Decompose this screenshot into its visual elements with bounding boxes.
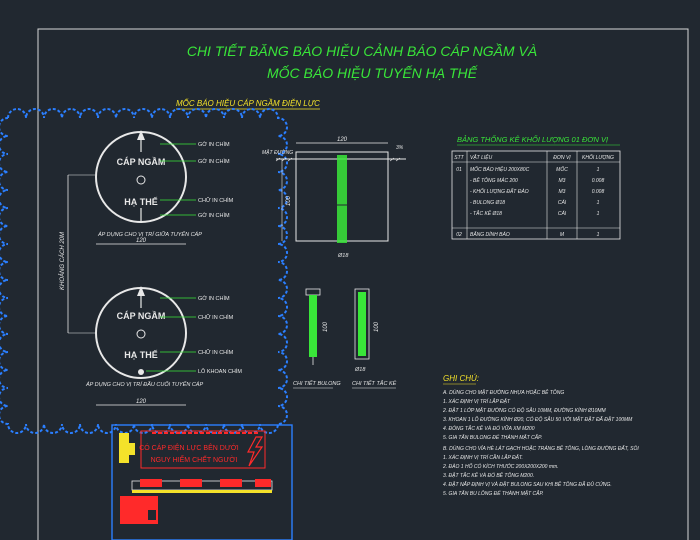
note-line: 1. XÁC ĐỊNH VỊ TRÍ LẮP ĐẶT xyxy=(443,397,511,405)
title-line-2: MỐC BÁO HIỆU TUYẾN HẠ THẾ xyxy=(267,64,479,81)
table-cell: CÁI xyxy=(558,210,567,217)
top-marker-caption: ÁP DỤNG CHO VỊ TRÍ GIỮA TUYẾN CÁP xyxy=(97,230,202,238)
spacing-label: KHOẢNG CÁCH 20M xyxy=(59,232,66,290)
table-cell: MỐC BÁO HIỆU 200X80C xyxy=(470,165,530,173)
marker-region-border xyxy=(0,108,288,434)
top-callout-3: CHỮ IN CHÌM xyxy=(198,197,234,204)
note-line: B. DÙNG CHO VỈA HÈ LÁT GẠCH HOẶC TRÁNG B… xyxy=(443,444,639,452)
table-header-cell: STT xyxy=(454,155,464,161)
elevation-dim-top: 120 xyxy=(337,137,348,143)
table-header-cell: VẬT LIỆU xyxy=(470,153,493,161)
bottom-marker-caption: ÁP DỤNG CHO VỊ TRÍ ĐẦU CUỐI TUYẾN CÁP xyxy=(85,380,203,388)
quantity-table: BẢNG THỐNG KÊ KHỐI LƯỢNG 01 ĐƠN VỊ STT VẬ… xyxy=(451,135,621,240)
tacke-label: CHI TIẾT TẮC KÊ xyxy=(352,379,397,387)
bottom-callout-4: LỖ KHOAN CHÌM xyxy=(198,368,242,375)
bulong-detail: 100 CHI TIẾT BULONG xyxy=(293,288,341,389)
tape-line-2: NGUY HIỂM CHẾT NGƯỜI xyxy=(151,454,238,464)
table-cell: BĂNG DÍNH BÁO xyxy=(470,231,510,238)
table-header-cell: ĐƠN VỊ xyxy=(553,155,571,161)
table-cell: - TẮC KÊ Ø18 xyxy=(470,209,502,217)
drawing-frame xyxy=(37,28,689,540)
top-marker-text-bottom: HẠ THẾ xyxy=(124,197,158,207)
table-cell: M xyxy=(560,232,565,238)
table-cell: CÁI xyxy=(558,199,567,206)
tacke-d1: Ø18 xyxy=(354,367,366,373)
title-line-1: CHI TIẾT BĂNG BÁO HIỆU CẢNH BÁO CÁP NGẦM… xyxy=(187,42,537,59)
elevation-ground-label: MẶT ĐƯỜNG xyxy=(262,149,293,156)
note-line: 1. XÁC ĐỊNH VỊ TRÍ CẦN LẮP ĐẶT. xyxy=(443,453,523,461)
table-cell: 02 xyxy=(456,232,462,238)
table-cell: - BÊ TÔNG MÁC 200 xyxy=(470,176,518,184)
table-cell: 01 xyxy=(456,167,462,173)
bottom-callout-3: CHỮ IN CHÌM xyxy=(198,349,234,356)
notes: GHI CHÚ: A. DÙNG CHO MẶT ĐƯỜNG NHỰA HOẶC… xyxy=(442,374,639,497)
note-line: 5. GIA TĂN BU LÔNG ĐỂ THÀNH MẶT CẮP. xyxy=(443,489,544,497)
top-marker-dim: 120 xyxy=(136,238,147,244)
lightning-bolt-icon xyxy=(247,436,264,467)
elevation-slope: 3% xyxy=(396,145,404,151)
top-callout-4: GỜ IN CHÌM xyxy=(198,212,230,219)
note-line: 3. ĐẶT TẮC KÊ VÀ ĐỔ BÊ TÔNG M200. xyxy=(443,471,534,479)
warning-tape: CÓ CÁP ĐIỆN LỰC BÊN DƯỚI NGUY HIỂM CHẾT … xyxy=(111,424,293,540)
table-cell: MỐC xyxy=(556,166,568,173)
tacke-detail: 100 Ø18 CHI TIẾT TẮC KÊ xyxy=(352,288,397,389)
tape-line-1: CÓ CÁP ĐIỆN LỰC BÊN DƯỚI xyxy=(139,443,239,452)
top-callout-2: GỜ IN CHÌM xyxy=(198,158,230,165)
top-callout-1: GỜ IN CHÌM xyxy=(198,141,230,148)
bottom-marker-dim: 120 xyxy=(136,399,147,405)
table-cell: 1 xyxy=(597,167,600,173)
top-marker-text-top: CÁP NGẦM xyxy=(117,157,166,167)
note-line: A. DÙNG CHO MẶT ĐƯỜNG NHỰA HOẶC BÊ TÔNG xyxy=(442,388,564,396)
table-cell: M3 xyxy=(559,189,566,195)
elevation-dim-side: 100 xyxy=(286,195,292,206)
table-cell: 1 xyxy=(597,232,600,238)
table-cell: 1 xyxy=(597,211,600,217)
table-cell: 1 xyxy=(597,200,600,206)
table-cell: M3 xyxy=(559,178,566,184)
note-line: 4. ĐÓNG TẮC KÊ VÀ ĐỔ VỮA XM M200 xyxy=(443,424,535,432)
spacing-dimension: KHOẢNG CÁCH 20M xyxy=(59,174,96,334)
tacke-dim: 100 xyxy=(374,321,380,332)
table-cell: - KHỐI LƯỢNG ĐẤT ĐÀO xyxy=(470,188,529,195)
marker-section-heading: MỐC BÁO HIỆU CÁP NGẦM ĐIỆN LỰC xyxy=(176,98,320,108)
bottom-marker: CÁP NGẦM HẠ THẾ GỜ IN CHÌM CHỮ IN CHÌM C… xyxy=(85,286,242,406)
table-cell: 0.008 xyxy=(592,178,605,184)
table-cell: - BULONG Ø18 xyxy=(470,200,505,206)
table-title: BẢNG THỐNG KÊ KHỐI LƯỢNG 01 ĐƠN VỊ xyxy=(457,135,608,144)
marker-elevation: 120 MẶT ĐƯỜNG 3% 100 Ø18 xyxy=(262,137,406,259)
bottom-callout-2: CHỮ IN CHÌM xyxy=(198,314,234,321)
note-line: 4. ĐẶT NẮP ĐỊNH VỊ VÀ ĐẶT BULONG SAU KHI… xyxy=(443,480,612,488)
elevation-bolt: Ø18 xyxy=(337,253,349,259)
table-header-cell: KHỐI LƯỢNG xyxy=(582,154,614,161)
note-line: 2. ĐẶT 1 LỚP MẶT ĐƯỜNG CÓ ĐỘ SÂU 10MM, Đ… xyxy=(442,407,607,414)
bottom-marker-text-top: CÁP NGẦM xyxy=(117,311,166,321)
note-line: 2. ĐÀO 1 HỐ CÓ KÍCH THƯỚC 200X200X200 mm… xyxy=(442,463,559,470)
note-line: 3. KHOAN 1 LỖ ĐƯỜNG KÍNH Ø20, CÓ ĐỘ SÂU … xyxy=(443,416,633,423)
note-line: 5. GIA TĂN BULONG ĐỂ THÀNH MẶT CẮP. xyxy=(443,433,542,441)
bottom-marker-text-bottom: HẠ THẾ xyxy=(124,350,158,360)
bulong-label: CHI TIẾT BULONG xyxy=(293,379,341,387)
top-marker: CÁP NGẦM HẠ THẾ GỜ IN CHÌM GỜ IN CHÌM CH… xyxy=(95,130,234,245)
bottom-callout-1: GỜ IN CHÌM xyxy=(198,295,230,302)
bulong-dim: 100 xyxy=(323,321,329,332)
table-cell: 0.008 xyxy=(592,189,605,195)
notes-heading: GHI CHÚ: xyxy=(443,374,479,383)
